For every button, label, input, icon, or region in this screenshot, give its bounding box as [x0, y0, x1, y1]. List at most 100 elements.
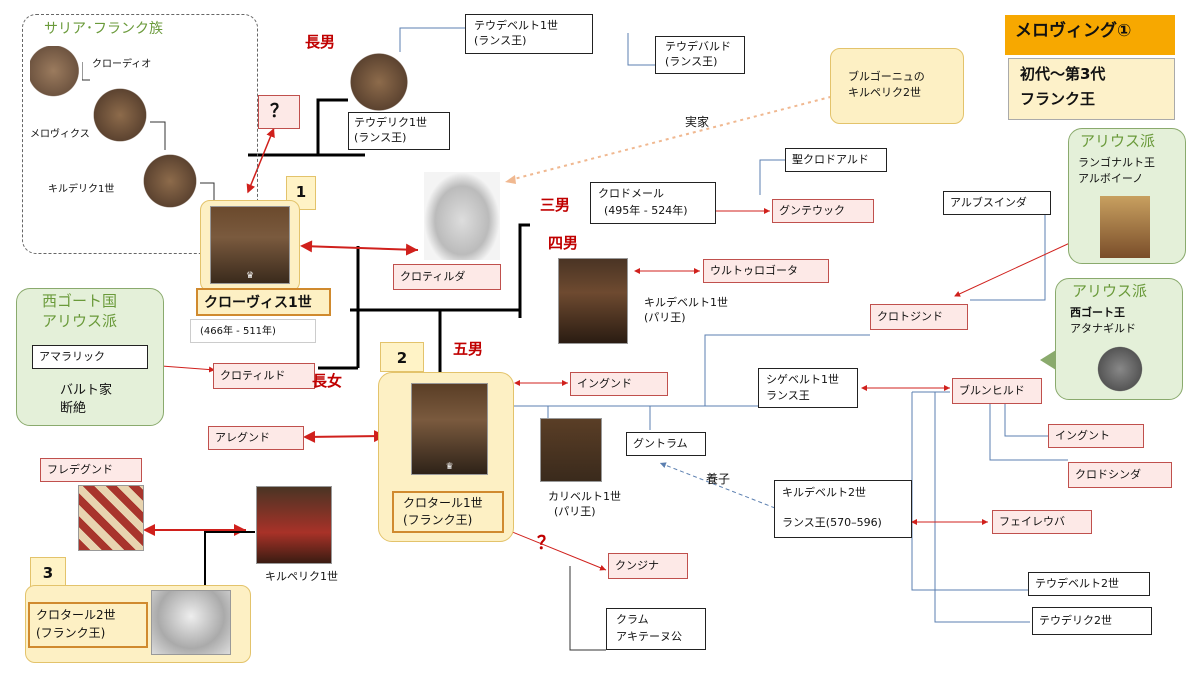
athanagild-label: アタナギルド — [1070, 322, 1136, 335]
adoption-label: 養子 — [706, 472, 731, 486]
title-text: メロヴィング① — [1015, 21, 1132, 41]
theudebert1-box — [465, 14, 593, 54]
childebert2-name: キルデベルト2世 — [782, 486, 866, 499]
fredegund-portrait — [78, 485, 144, 551]
crown-icon: ♛ — [245, 271, 255, 281]
balth-extinct: 断絶 — [60, 401, 87, 416]
ingunt-box: イングント — [1048, 424, 1144, 448]
clovis-dates-box — [190, 319, 316, 343]
coin-portrait-childeric — [140, 150, 200, 212]
generation-number-1: 1 — [286, 176, 316, 210]
theuderic1-name: テウデリク1世 — [354, 116, 427, 129]
chramn-box — [606, 608, 706, 650]
subtitle-box — [1008, 58, 1175, 120]
subtitle-line2: フランク王 — [1020, 90, 1096, 108]
chlothar2-name-box — [28, 602, 148, 648]
childeric-label: キルデリク1世 — [48, 184, 115, 195]
kunsina-question: ？ — [537, 533, 555, 554]
visigoth-title-1: 西ゴート国 — [42, 292, 118, 310]
theudebert1-title: (ランス王) — [474, 34, 527, 47]
aregund-box: アレグンド — [208, 426, 304, 450]
charibert1-portrait — [540, 418, 602, 482]
generation-number-2: 2 — [380, 342, 424, 372]
fredegund-box: フレデグンド — [40, 458, 142, 482]
chlodosind-box: クロドシンダ — [1068, 462, 1172, 488]
chramn-title: アキテーヌ公 — [616, 630, 682, 643]
clotilde-daughter-box: クロティルド — [213, 363, 315, 389]
theuderic2-box: テウデリク2世 — [1032, 607, 1152, 635]
clovis-name: クローヴィス1世 — [196, 288, 331, 316]
clodomir-name: クロドメール — [598, 187, 664, 200]
theuderic1-box — [348, 112, 450, 150]
title-banner — [1005, 15, 1175, 55]
eldest-daughter-label: 長女 — [312, 372, 343, 390]
theuderic1-title: (ランス王) — [354, 131, 407, 144]
clovis-portrait: ♛ — [210, 206, 290, 284]
third-son-label: 三男 — [540, 196, 571, 214]
charibert1-name: カリベルト1世 — [548, 490, 621, 503]
theudebald-box — [655, 36, 745, 74]
clovis-dates: (466年 - 511年) — [200, 326, 276, 337]
theudebald-title: (ランス王) — [665, 55, 718, 68]
visigoth-title-2: アリウス派 — [42, 312, 118, 330]
chlothar1-name: クロタール1世 — [403, 496, 483, 510]
fourth-son-label: 四男 — [548, 234, 579, 252]
lombard-king-label: ランゴナルト王 — [1078, 156, 1155, 169]
theudebert1-name: テウデベルト1世 — [474, 19, 558, 32]
chlothar1-portrait: ♛ — [411, 383, 488, 475]
athanagild-mother-box: アルブスインダ — [943, 191, 1051, 215]
alboin-portrait — [1100, 196, 1150, 258]
balth-family: バルト家 — [60, 383, 113, 398]
unknown-spouse-question: ？ — [258, 95, 300, 129]
charibert1-title: (パリ王) — [554, 505, 596, 518]
childebert2-box — [774, 480, 912, 538]
amalaric-box: アマラリック — [32, 345, 148, 369]
galswintha-box: クロトジンド — [870, 304, 968, 330]
chlothar2-name: クロタール2世 — [36, 608, 116, 622]
subtitle-line1: 初代～第3代 — [1020, 65, 1106, 83]
clodomir-box — [590, 182, 716, 224]
childebert2-title: ランス王(570–596) — [782, 516, 882, 529]
origin-family-label: 実家 — [685, 115, 710, 129]
st-cloud-box: 聖クロドアルド — [785, 148, 887, 172]
ultrogotha-box: ウルトゥロゴータ — [703, 259, 829, 283]
guntram-box: グントラム — [626, 432, 706, 456]
clodomir-dates: (495年 - 524年) — [604, 204, 688, 217]
theudebert2-box: テウデベルト2世 — [1028, 572, 1150, 596]
chlothar2-portrait — [151, 590, 231, 655]
theudebald-name: テウデバルド — [665, 40, 731, 53]
alboin-label: アルボイーノ — [1078, 172, 1144, 185]
chramn-name: クラム — [616, 613, 649, 626]
sigebert-box — [758, 368, 858, 408]
coin-portrait-clodio — [30, 46, 82, 101]
arian-lombard-title: アリウス派 — [1080, 132, 1156, 150]
chlothar1-title: (フランク王) — [403, 513, 473, 527]
clotilde-portrait — [424, 172, 500, 260]
fifth-son-label: 五男 — [453, 340, 484, 358]
salian-frank-box — [22, 14, 258, 254]
visigoth-king-label: 西ゴート王 — [1070, 306, 1125, 319]
clotilde-wife-name: クロティルダ — [393, 264, 501, 290]
chlothar1-name-box — [392, 491, 504, 533]
crown-icon: ♛ — [445, 462, 454, 472]
childebert1-name: キルデベルト1世 — [644, 296, 728, 309]
first-son-label: 長男 — [305, 33, 336, 51]
sigebert-name: シゲベルト1世 — [766, 373, 839, 386]
chilperic1-portrait — [256, 486, 332, 564]
burgundy-line2: キルペリク2世 — [848, 86, 921, 99]
burgundy-box — [830, 48, 964, 124]
gunteuca-box: グンテウック — [772, 199, 874, 223]
arian-visigoth-title: アリウス派 — [1072, 282, 1148, 300]
callout-tail — [1040, 350, 1056, 370]
kunsina-box: クンジナ — [608, 553, 688, 579]
athanagild-portrait — [1092, 346, 1148, 392]
childebert1-title: (パリ王) — [644, 311, 686, 324]
brunhild-box: ブルンヒルド — [952, 378, 1042, 404]
faileuba-box: フェイレウバ — [992, 510, 1092, 534]
coin-portrait-merovech — [90, 84, 150, 146]
chlothar2-title: (フランク王) — [36, 626, 106, 640]
ingund-box: イングンド — [570, 372, 668, 396]
merovech-label: メロヴィクス — [30, 129, 90, 140]
